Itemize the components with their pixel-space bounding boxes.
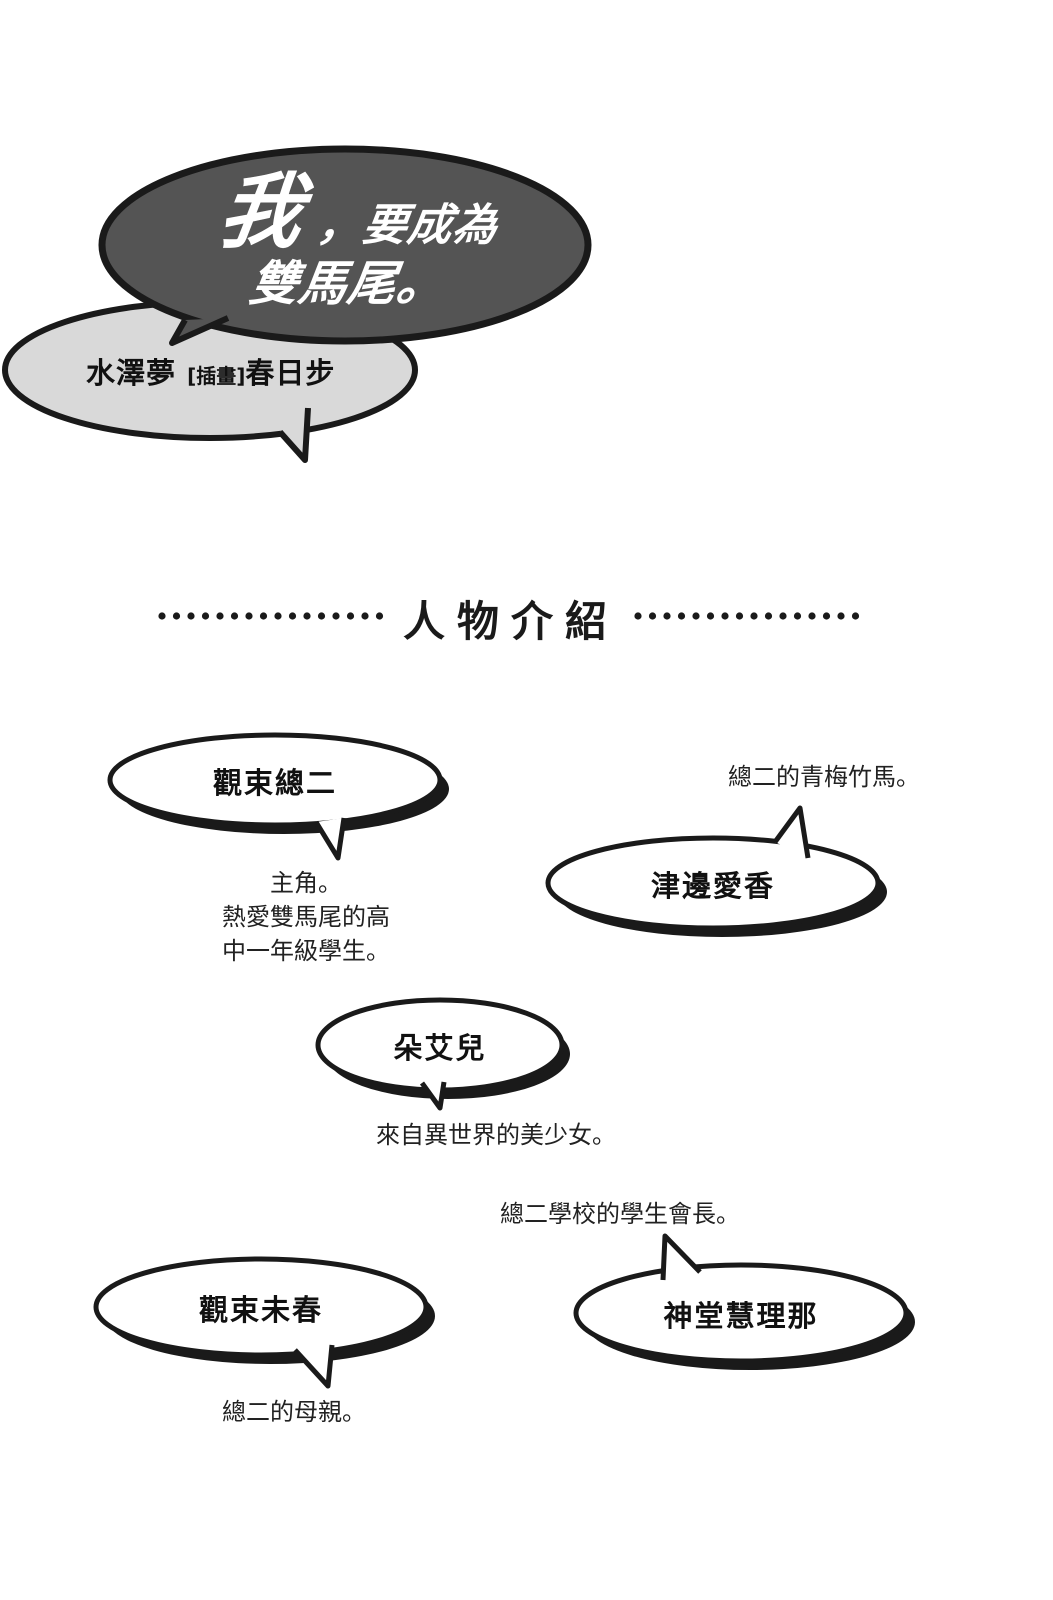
character-name-1: 觀束總二 (212, 766, 337, 800)
heading-dot (851, 612, 860, 620)
heading-dot (245, 612, 253, 620)
heading-dot (677, 612, 686, 620)
heading-dot (822, 612, 831, 620)
heading-dot (375, 612, 384, 620)
character-name-3: 朵艾兒 (393, 1031, 487, 1065)
character-desc-1: 主角。 熱愛雙馬尾的高 中一年級學生。 (222, 869, 390, 965)
heading-dot (837, 612, 845, 620)
heading-dot (158, 612, 166, 620)
title-line2: 雙馬尾。 (246, 256, 450, 312)
heading-dot (634, 612, 642, 620)
heading-dots-right (634, 612, 860, 620)
heading-dot (317, 612, 326, 620)
heading-dot (288, 612, 297, 620)
character-desc-5: 總二學校的學生會長。 (500, 1200, 740, 1228)
heading-dot (750, 612, 758, 620)
author-name: 水澤夢 (86, 356, 177, 390)
title-line1-rest: ，要成為 (314, 200, 502, 251)
illustrator-name: 春日步 (245, 356, 336, 390)
char-bubble-4 (93, 1256, 435, 1389)
heading-dot (779, 612, 787, 620)
heading-dot (201, 612, 210, 620)
character-desc-2: 總二的青梅竹馬。 (728, 763, 920, 791)
title-first-char: 我 (213, 165, 310, 260)
heading-dot (692, 612, 700, 620)
char-bubble-3 (315, 997, 570, 1111)
heading-dot (172, 612, 181, 620)
character-desc-3: 來自異世界的美少女。 (376, 1121, 616, 1149)
heading-dot (361, 612, 369, 620)
heading-dot (230, 612, 239, 620)
title-bubble (98, 145, 592, 346)
heading-dot (764, 612, 773, 620)
char-bubble-1 (107, 732, 449, 861)
heading-dot (793, 612, 802, 620)
heading-dot (663, 612, 671, 620)
heading-dots-left (158, 612, 384, 620)
heading-dot (274, 612, 282, 620)
section-heading: 人物介紹 (402, 597, 619, 646)
char-bubble-2 (545, 805, 887, 937)
heading-dot (346, 612, 355, 620)
heading-dot (216, 612, 224, 620)
heading-dot (259, 612, 268, 620)
heading-dot (187, 612, 195, 620)
heading-dot (706, 612, 715, 620)
author-credit: 水澤夢 [插畫]春日步 (86, 350, 335, 392)
heading-dot (721, 612, 729, 620)
character-name-2: 津邊愛香 (650, 869, 775, 903)
illustrator-tag: [插畫] (187, 364, 246, 388)
char-bubble-5 (573, 1233, 915, 1370)
heading-dot (332, 612, 340, 620)
character-name-5: 神堂慧理那 (663, 1299, 819, 1333)
character-name-4: 觀束未春 (198, 1293, 323, 1327)
character-desc-4: 總二的母親。 (222, 1398, 366, 1426)
heading-dot (648, 612, 657, 620)
heading-dot (808, 612, 816, 620)
heading-dot (303, 612, 311, 620)
heading-dot (735, 612, 744, 620)
